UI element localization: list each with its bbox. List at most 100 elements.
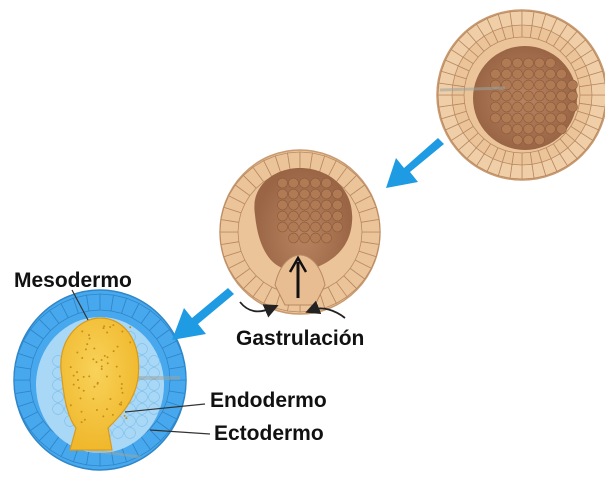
cell [524, 58, 534, 68]
cell [591, 83, 605, 95]
endoderm-dot [113, 350, 115, 352]
cell [137, 404, 148, 415]
cell [524, 80, 534, 90]
cell [289, 211, 299, 221]
cell [524, 91, 534, 101]
cell [333, 211, 343, 221]
endoderm-dot [107, 362, 109, 364]
cell [502, 58, 512, 68]
endoderm-dot [116, 366, 118, 368]
endoderm-dot [92, 358, 94, 360]
endoderm-dot [81, 330, 83, 332]
endoderm-dot [77, 379, 79, 381]
cell [535, 80, 545, 90]
endoderm-dot [120, 401, 122, 403]
endoderm-dot [88, 375, 90, 377]
cell [524, 69, 534, 79]
cell [546, 124, 556, 134]
endoderm-dot [129, 341, 131, 343]
cell [53, 392, 64, 403]
cell [311, 233, 321, 243]
cell [322, 200, 332, 210]
endoderm-dot [70, 366, 72, 368]
cell [557, 69, 567, 79]
cell [87, 294, 101, 311]
endoderm-dot [96, 409, 98, 411]
endoderm-dot [124, 415, 126, 417]
endoderm-dot [76, 351, 78, 353]
endoderm-dot [83, 376, 85, 378]
cell [513, 113, 523, 123]
endoderm-dot [119, 403, 121, 405]
cell [149, 380, 160, 391]
endoderm-dot [88, 334, 90, 336]
cell [535, 135, 545, 145]
cell [300, 211, 310, 221]
cell [322, 222, 332, 232]
cell [289, 200, 299, 210]
cell [300, 233, 310, 243]
cell [311, 178, 321, 188]
endoderm-dot [103, 327, 105, 329]
cell [524, 135, 534, 145]
cell [491, 102, 501, 112]
cell [513, 58, 523, 68]
label-endodermo: Endodermo [210, 390, 327, 411]
label-mesodermo: Mesodermo [14, 270, 132, 291]
endoderm-dot [103, 325, 105, 327]
cell [322, 233, 332, 243]
cell [513, 124, 523, 134]
cell [14, 380, 31, 394]
cell [113, 428, 124, 439]
cell [149, 356, 160, 367]
endoderm-dot [102, 415, 104, 417]
cell [510, 11, 522, 26]
early-gastrula [220, 150, 380, 314]
cell [502, 102, 512, 112]
cell [125, 428, 136, 439]
cell [322, 211, 332, 221]
endoderm-dot [121, 387, 123, 389]
endoderm-dot [106, 376, 108, 378]
cell [535, 58, 545, 68]
cell [568, 91, 578, 101]
cell [502, 69, 512, 79]
label-ectodermo: Ectodermo [214, 423, 324, 444]
cell [300, 200, 310, 210]
endoderm-dot [81, 411, 83, 413]
cell [513, 69, 523, 79]
cell [502, 124, 512, 134]
cell [557, 102, 567, 112]
cell [278, 189, 288, 199]
endoderm-dot [112, 324, 114, 326]
endoderm-dot [101, 359, 103, 361]
cell [289, 233, 299, 243]
cell [311, 222, 321, 232]
cell [513, 91, 523, 101]
cell [149, 392, 160, 403]
endoderm-dot [86, 343, 88, 345]
cell [535, 69, 545, 79]
endoderm-dot [85, 348, 87, 350]
cell [546, 69, 556, 79]
cell [137, 416, 148, 427]
cell [513, 135, 523, 145]
endoderm-dot [93, 386, 95, 388]
endoderm-dot [92, 398, 94, 400]
endoderm-dot [76, 371, 78, 373]
cell [137, 380, 148, 391]
cell [278, 200, 288, 210]
cell [300, 178, 310, 188]
endoderm-dot [70, 404, 72, 406]
cell [546, 102, 556, 112]
endoderm-dot [78, 387, 80, 389]
endoderm-dot [121, 383, 123, 385]
cell [557, 80, 567, 90]
cell [53, 404, 64, 415]
endoderm-dot [83, 390, 85, 392]
cell [289, 189, 299, 199]
cell [502, 113, 512, 123]
endoderm-dot [73, 375, 75, 377]
endoderm-dot [80, 397, 82, 399]
cell [333, 222, 343, 232]
